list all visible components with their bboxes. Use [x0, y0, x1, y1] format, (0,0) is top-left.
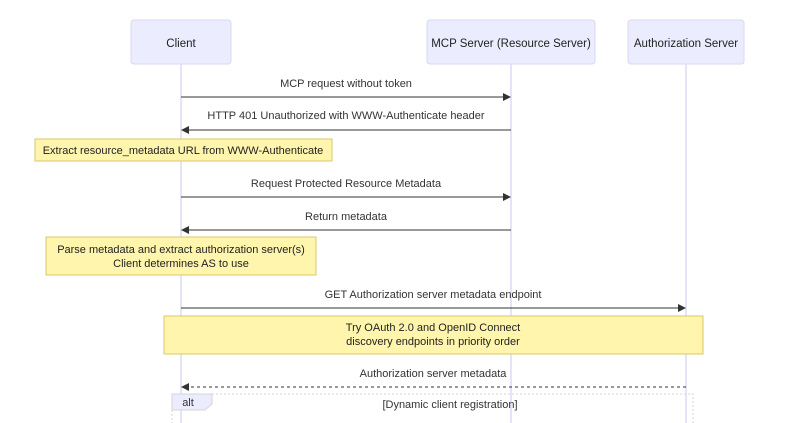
- participant-mcp-server-label: MCP Server (Resource Server): [431, 38, 591, 50]
- message-label: HTTP 401 Unauthorized with WWW-Authentic…: [207, 110, 485, 122]
- alt-condition: [Dynamic client registration]: [382, 399, 517, 411]
- note-text-line1: Parse metadata and extract authorization…: [57, 244, 305, 256]
- message-label: Authorization server metadata: [360, 368, 508, 380]
- note-extract-resource-metadata: Extract resource_metadata URL from WWW-A…: [34, 138, 333, 162]
- alt-frame: [171, 393, 694, 423]
- participant-authorization-server-label: Authorization Server: [634, 38, 738, 50]
- note-parse-metadata: Parse metadata and extract authorization…: [45, 236, 317, 276]
- message-label: MCP request without token: [280, 78, 412, 90]
- message-label: GET Authorization server metadata endpoi…: [325, 289, 542, 301]
- participant-mcp-server: MCP Server (Resource Server): [426, 19, 596, 65]
- alt-label: alt: [182, 397, 194, 409]
- participant-client: Client: [130, 19, 232, 65]
- note-text-line2: discovery endpoints in priority order: [346, 336, 520, 348]
- participant-authorization-server: Authorization Server: [627, 19, 745, 65]
- alt-label-box: [171, 393, 213, 411]
- note-text: Extract resource_metadata URL from WWW-A…: [43, 145, 324, 157]
- participant-client-label: Client: [166, 38, 196, 50]
- note-text-line1: Try OAuth 2.0 and OpenID Connect: [346, 322, 520, 334]
- message-label: Return metadata: [305, 211, 388, 223]
- message-label: Request Protected Resource Metadata: [251, 178, 442, 190]
- note-text-line2: Client determines AS to use: [113, 258, 249, 270]
- note-discovery-endpoints: Try OAuth 2.0 and OpenID Connect discove…: [163, 315, 704, 355]
